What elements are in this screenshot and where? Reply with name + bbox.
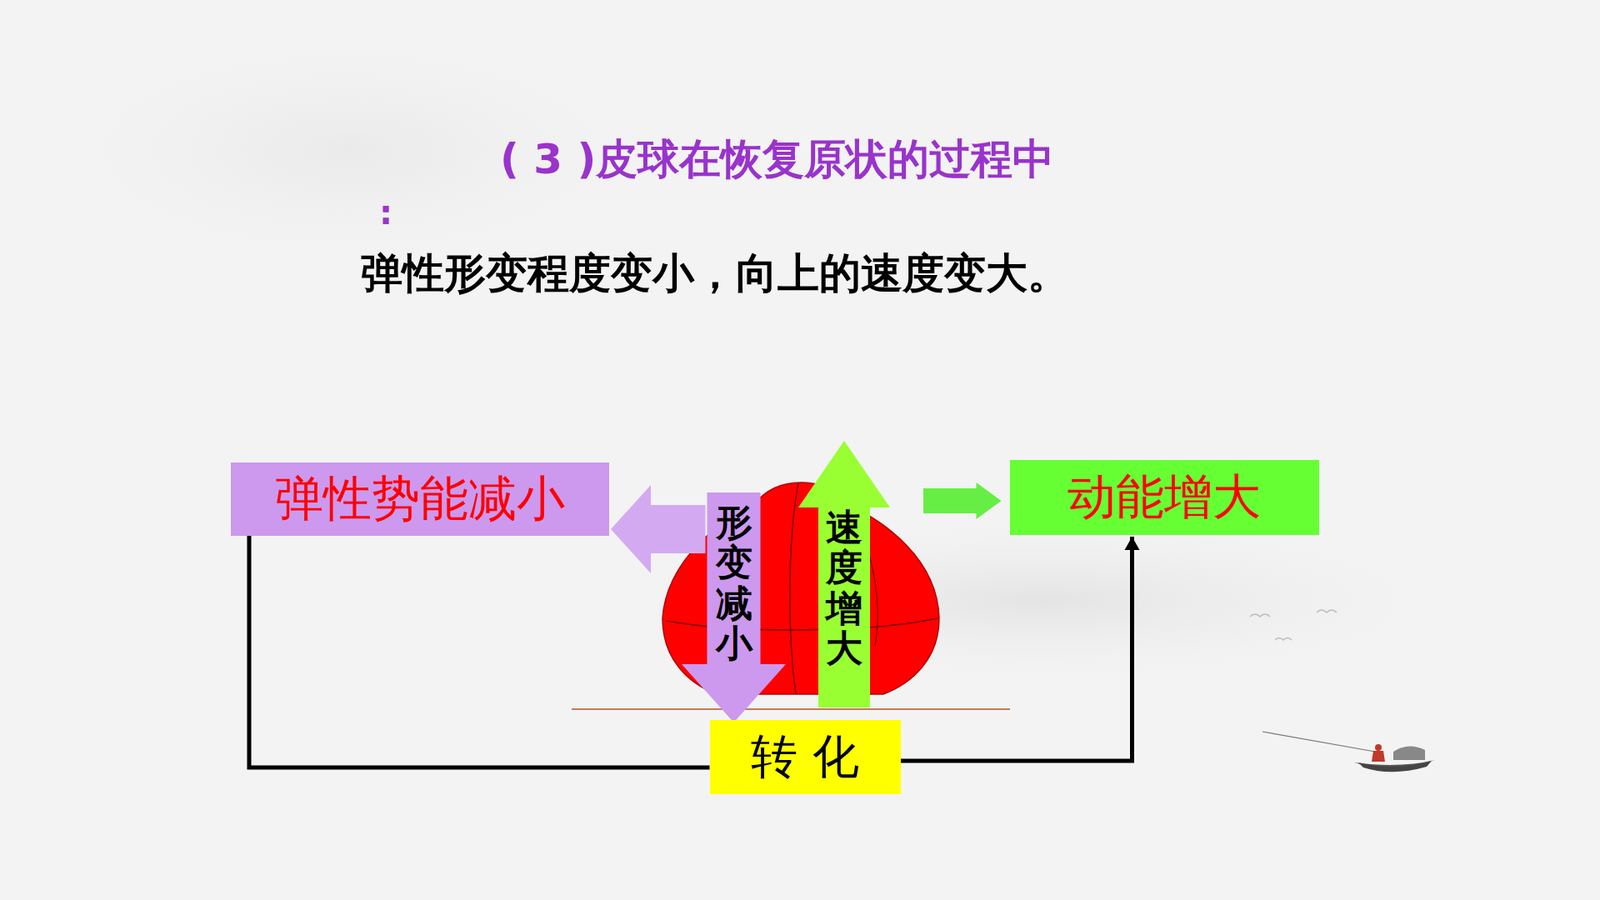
arrow-fill bbox=[798, 440, 890, 708]
node-text: 动能增大 bbox=[1067, 468, 1261, 527]
ground-line bbox=[571, 708, 1010, 710]
connector bbox=[900, 536, 1140, 761]
connector bbox=[249, 535, 710, 768]
block-arrow bbox=[610, 485, 706, 574]
colon: : bbox=[379, 193, 393, 232]
connector-line bbox=[900, 536, 1133, 761]
energy-box: 弹性势能减小 bbox=[230, 462, 610, 536]
subtitle: 弹性形变程度变小，向上的速度变大。 bbox=[360, 245, 1070, 302]
title: ( 3 )皮球在恢复原状的过程中 bbox=[500, 131, 1055, 188]
block-arrow bbox=[923, 482, 1002, 520]
process-box: 转 化 bbox=[710, 720, 901, 795]
arrow-fill bbox=[681, 492, 786, 723]
vertical-text: 形变减小 bbox=[715, 502, 753, 665]
vertical-text: 速度增大 bbox=[825, 507, 863, 670]
energy-box: 动能增大 bbox=[1010, 460, 1320, 535]
node-text: 转 化 bbox=[750, 728, 860, 785]
birds bbox=[1250, 610, 1337, 640]
node-text: 弹性势能减小 bbox=[275, 470, 565, 529]
connector-line bbox=[249, 535, 710, 768]
arrow-up: 速度增大 bbox=[798, 440, 890, 708]
arrowhead bbox=[1125, 536, 1140, 550]
arrow-down: 形变减小 bbox=[681, 492, 786, 723]
boat bbox=[1262, 731, 1435, 772]
ball-seam bbox=[790, 483, 799, 695]
